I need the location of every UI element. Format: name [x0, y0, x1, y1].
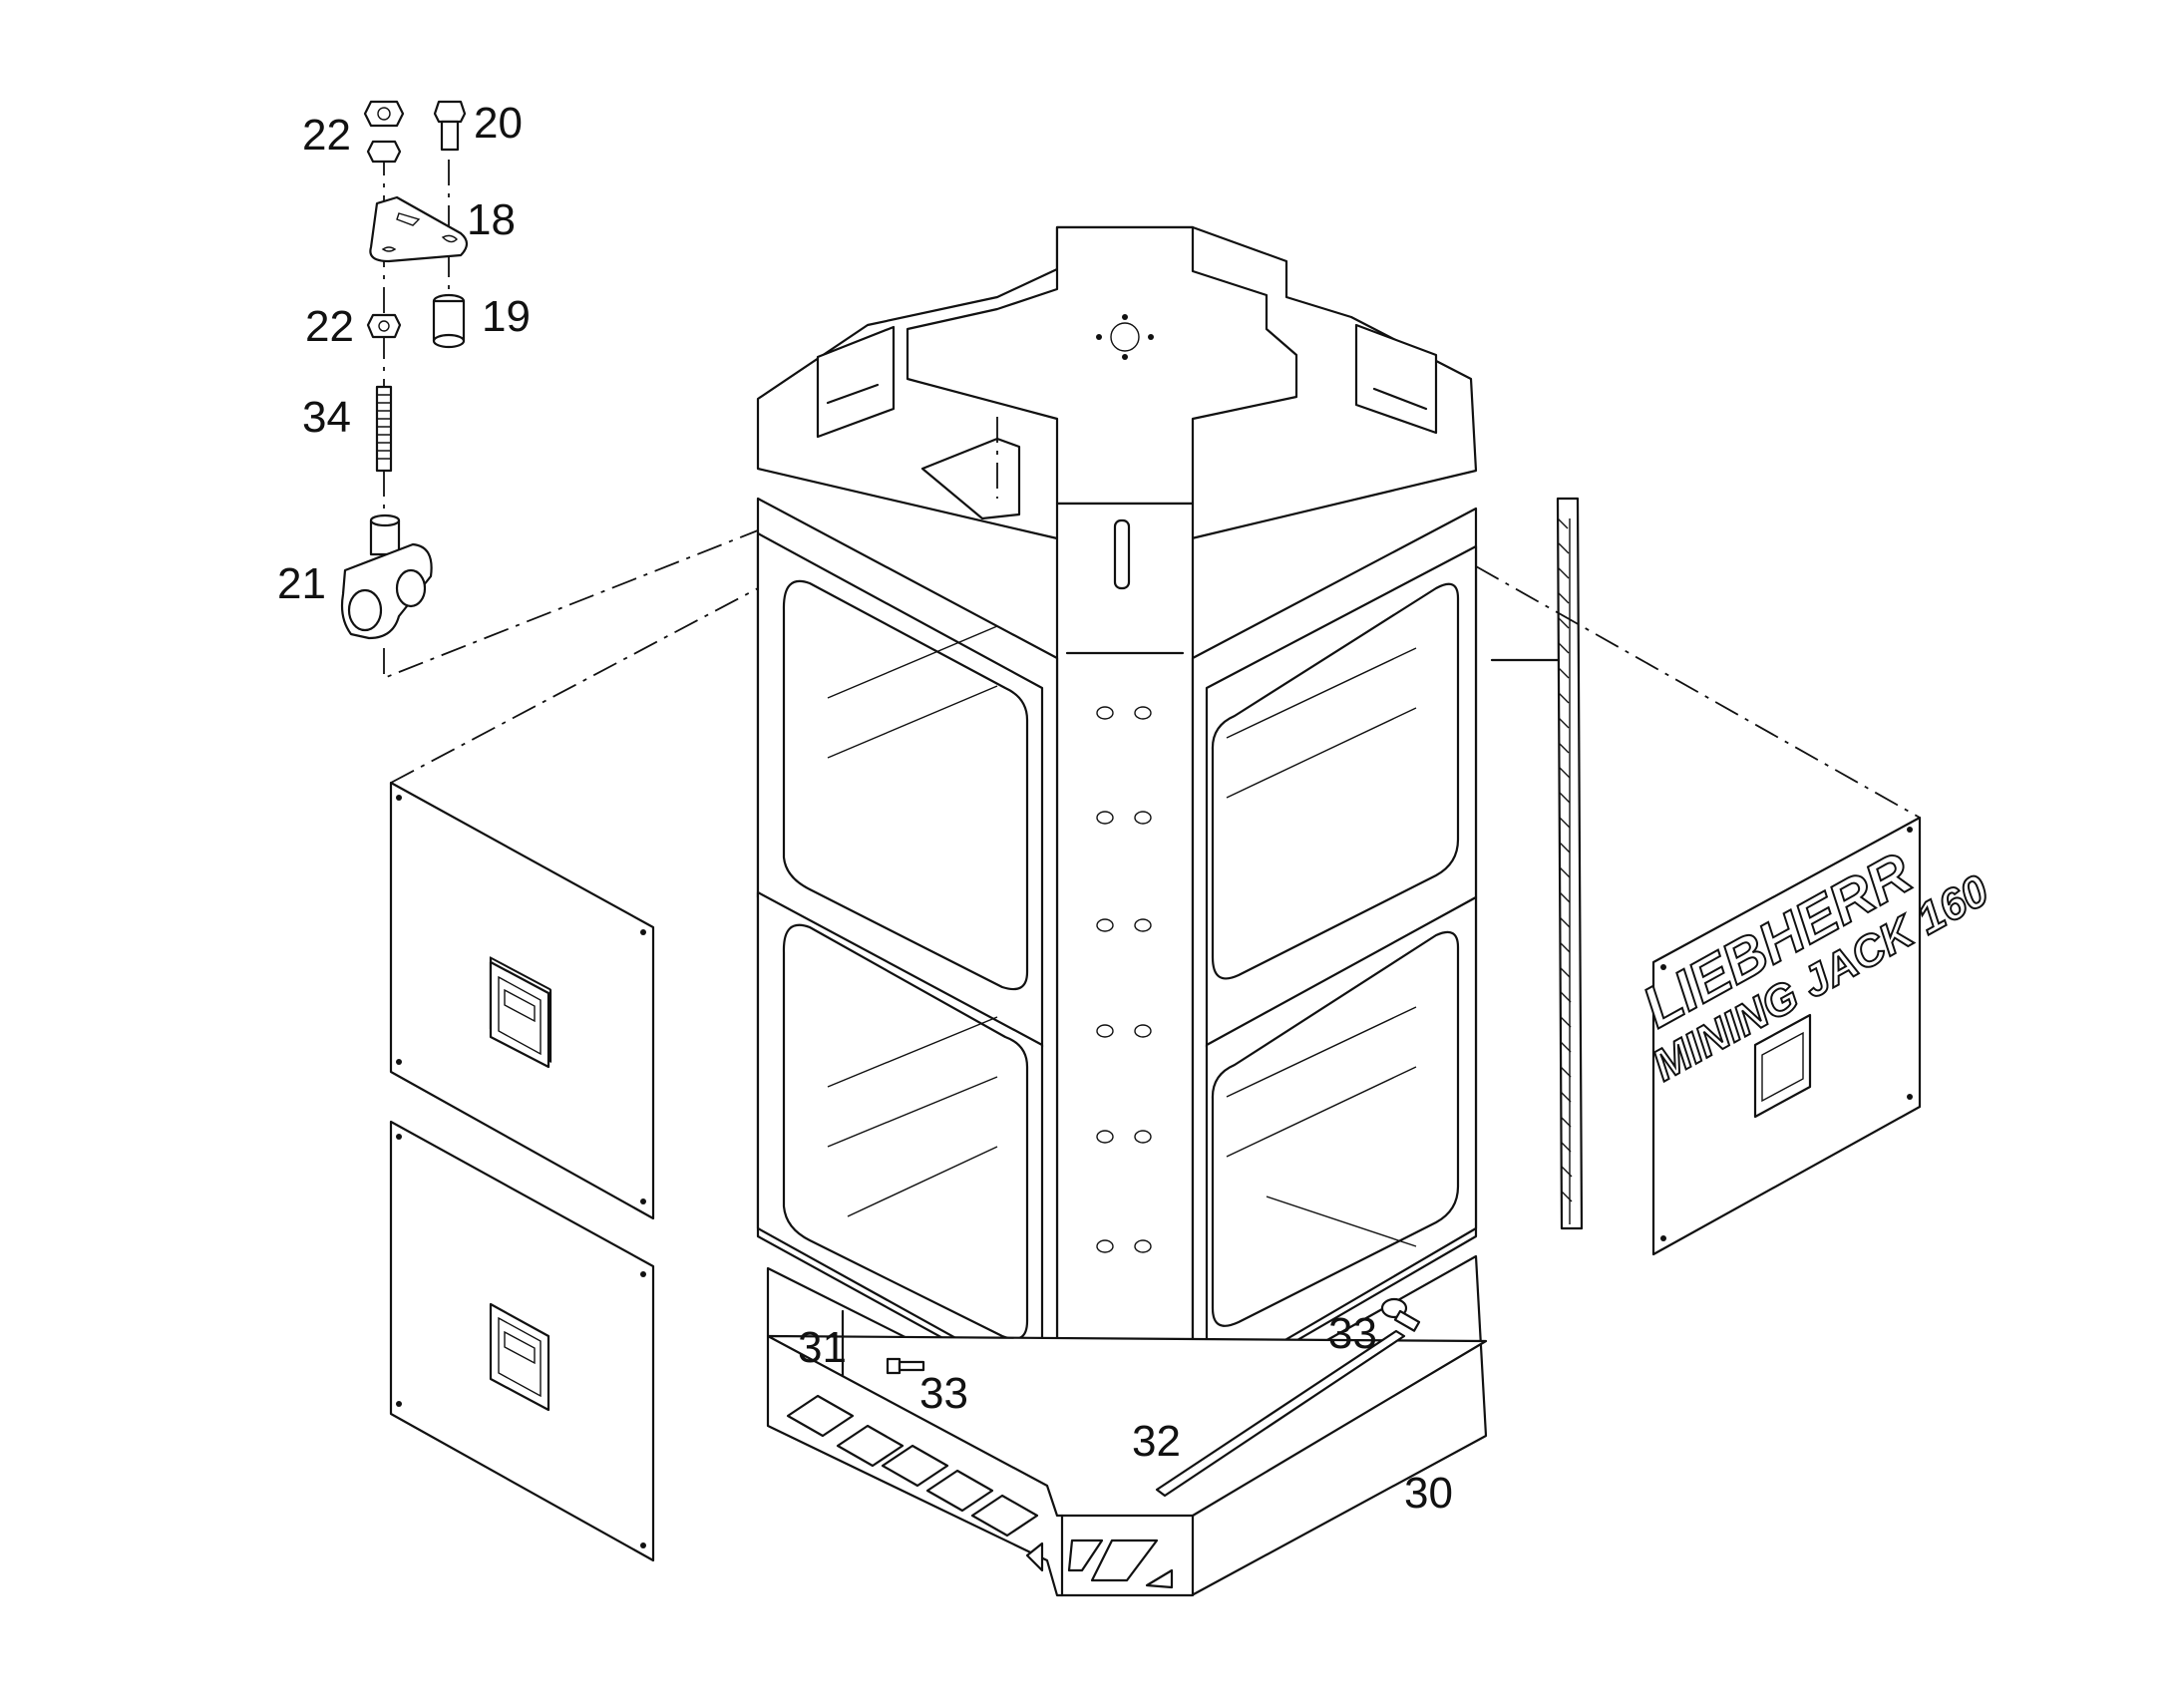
callout-31: 31: [798, 1323, 847, 1372]
base-tray-part-30: [766, 1254, 1488, 1597]
toothed-rack: [1490, 497, 1584, 1230]
callout-labels: 22 20 18 22 19 34 21 31 33 33 32 30: [277, 99, 1453, 1518]
tray-cutouts: [786, 1394, 1174, 1589]
callout-32: 32: [1132, 1417, 1181, 1466]
clevis-part-21: [340, 513, 433, 640]
callout-18: 18: [467, 195, 516, 244]
brand-panel-right: LIEBHERR MINING JACK 160: [1632, 816, 1998, 1256]
nut-part-22-bottom: [366, 313, 402, 339]
recessed-handle-upper: [489, 960, 550, 1069]
bolt-part-20: [433, 100, 467, 152]
strip-part-32: [1155, 1329, 1406, 1498]
bolt-part-33-b: [1380, 1297, 1421, 1332]
nut-part-22-top: [363, 100, 405, 164]
callout-33-right: 33: [1328, 1309, 1377, 1358]
spacer-part-19: [432, 293, 466, 349]
callout-19: 19: [482, 292, 531, 341]
threaded-rod-part-34: [375, 385, 393, 473]
callout-30: 30: [1404, 1469, 1453, 1518]
callout-20: 20: [474, 99, 523, 148]
callout-33-left: 33: [919, 1369, 968, 1418]
side-panel-lower-left: [389, 1120, 655, 1562]
callout-22-top: 22: [302, 111, 351, 160]
recessed-handle-brand: [1753, 1013, 1812, 1119]
bracket-plate-part-18: [369, 195, 469, 263]
callout-22-bottom: 22: [305, 302, 354, 351]
bolt-part-33-a: [886, 1357, 925, 1375]
side-panel-upper-left: [389, 781, 655, 1220]
callout-21: 21: [277, 559, 326, 608]
hardware-stack: [340, 100, 759, 680]
main-frame-tower: [756, 225, 1478, 1403]
recessed-handle-lower: [489, 1302, 550, 1412]
callout-34: 34: [302, 393, 351, 442]
assembly-lines: [390, 417, 1921, 819]
